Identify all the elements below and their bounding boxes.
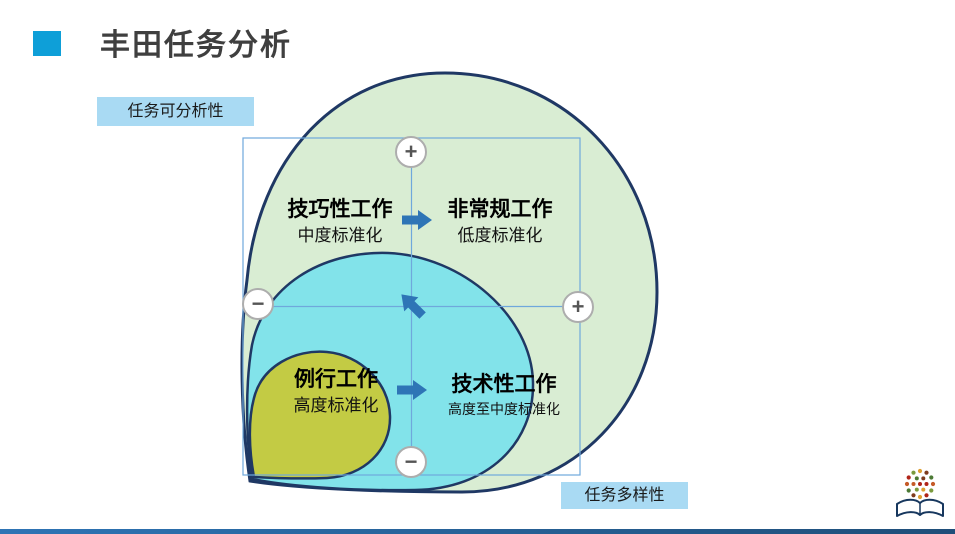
right-arrow-top-icon [402,210,432,230]
quadrant-skilled-work: 技巧性工作 中度标准化 [288,197,393,248]
task-variety-label: 任务多样性 [561,482,688,509]
quadrant-subtitle: 高度至中度标准化 [448,401,560,417]
title-bullet-square [33,31,61,56]
dot-wreath-icon [904,468,936,500]
quadrant-title: 例行工作 [294,368,378,391]
quadrant-subtitle: 高度标准化 [293,396,379,415]
open-book-logo-icon [896,468,944,517]
quadrant-title: 非常规工作 [447,198,553,221]
quadrant-subtitle: 低度标准化 [457,226,543,245]
quadrant-subtitle: 中度标准化 [297,226,383,245]
quadrant-title: 技术性工作 [451,373,557,396]
inner-blob-shape [248,350,392,480]
axis-sign-left: − [242,288,274,320]
quadrant-routine-work: 例行工作 高度标准化 [294,367,379,418]
quadrant-nonroutine-work: 非常规工作 低度标准化 [448,197,553,248]
task-analyzability-label: 任务可分析性 [97,97,254,126]
bottom-accent-bar [0,529,955,534]
right-arrow-bottom-icon [397,380,427,400]
up-left-arrow-center-icon [401,294,426,319]
quadrant-technical-work: 技术性工作 高度至中度标准化 [448,372,560,420]
axis-sign-right: + [562,291,594,323]
axis-sign-bottom: − [395,446,427,478]
quadrant-title: 技巧性工作 [287,198,393,221]
page-title: 丰田任务分析 [100,29,292,62]
axis-sign-top: + [395,136,427,168]
